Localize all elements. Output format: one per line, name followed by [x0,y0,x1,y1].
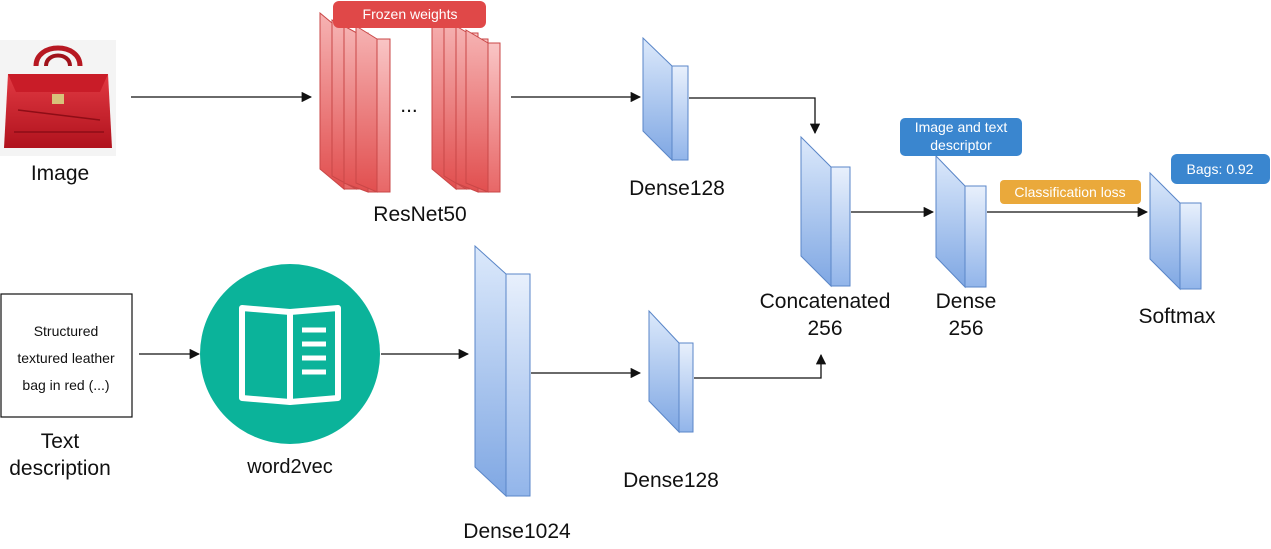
word2vec-label: word2vec [246,456,333,478]
prediction-badge: Bags: 0.92 [1171,154,1270,184]
descriptor-text-line-2: descriptor [930,137,992,153]
dense1024-label: Dense1024 [463,520,571,543]
frozen-weights-text: Frozen weights [363,6,458,22]
resnet-layer [355,25,391,193]
classification-loss-badge: Classification loss [1000,180,1141,204]
frozen-weights-badge: Frozen weights [333,1,486,28]
concat-label-line-2: 256 [807,317,842,340]
descriptor-text-line-1: Image and text [915,119,1008,135]
dense256-label-line-1: Dense [936,290,997,313]
dense1024-layer [474,244,531,498]
image-label: Image [31,162,89,185]
concatenated-layer [800,135,851,288]
arrow-dense128-top-to-concat [689,97,821,135]
softmax-layer [1149,171,1202,291]
word2vec-icon [200,264,380,444]
prediction-text: Bags: 0.92 [1187,161,1254,177]
dense256-label-line-2: 256 [948,317,983,340]
dense128-bottom-layer [648,309,694,434]
text-box-line-1: Structured [34,323,99,339]
resnet-label: ResNet50 [373,203,466,226]
text-label-line-1: Text [41,430,80,453]
resnet-layers [319,11,501,193]
dense128-top-label: Dense128 [629,177,725,200]
concat-label-line-1: Concatenated [760,290,891,313]
dense128-bottom-label: Dense128 [623,469,719,492]
dense128-top-layer [642,36,689,162]
bag-image [0,40,116,156]
resnet-ellipsis: ... [400,94,418,117]
arrow-dense128-bottom-to-concat [694,353,827,379]
text-description-box: Structured textured leather bag in red (… [0,293,133,418]
text-box-line-3: bag in red (...) [22,377,109,393]
descriptor-badge: Image and text descriptor [900,118,1022,156]
classification-loss-text: Classification loss [1014,184,1125,200]
text-label-line-2: description [9,457,111,480]
dense256-layer [935,154,987,289]
resnet-layer [465,29,501,193]
softmax-label: Softmax [1138,305,1216,328]
text-box-line-2: textured leather [17,350,115,366]
